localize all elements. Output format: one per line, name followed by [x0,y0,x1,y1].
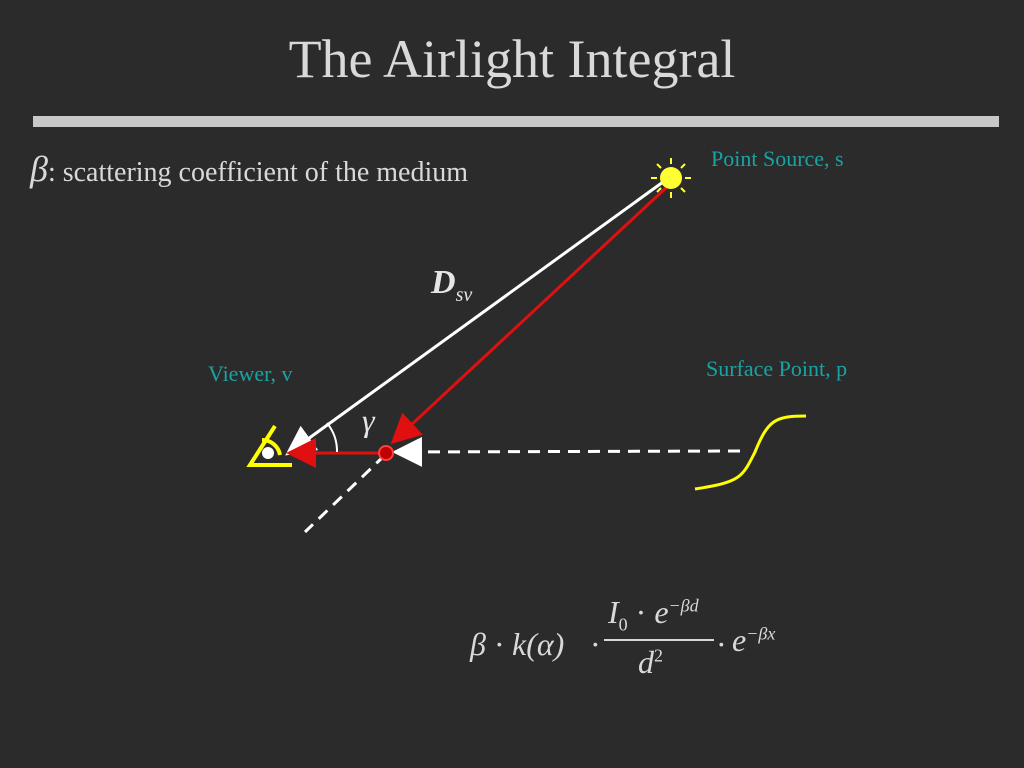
angle-arc [326,422,339,453]
formula-beta: β [470,626,486,662]
formula-den-exp: 2 [654,645,663,666]
airlight-formula: β · k(α) · I0 · e−βd d2 · e−βx [470,594,810,698]
formula-dot-3: · [635,594,647,630]
source-to-scatter-ray [390,184,670,445]
distance-label: Dsv [431,264,472,307]
definition-text: : scattering coefficient of the medium [47,157,469,188]
eye-icon [246,424,292,467]
formula-trailing-exp: −βx [746,623,776,644]
definition-line: β: scattering coefficient of the medium [30,148,468,190]
surface-point-label: Surface Point, p [706,356,848,381]
distance-main: D [431,264,456,301]
surface-to-scatter-dashed-line [392,436,741,467]
formula-dot-1: · [494,626,505,662]
formula-k-alpha: k(α) [512,626,565,662]
slide-title: The Airlight Integral [288,29,736,89]
source-to-viewer-line [285,180,664,456]
formula-dot-2: · [590,626,601,662]
beta-symbol: β [30,149,48,189]
formula-numerator: I0 · e−βd [608,594,699,635]
formula-denominator: d2 [638,644,663,681]
sun-icon [651,158,691,198]
fraction-bar [604,639,714,641]
scatter-point-icon [378,445,394,461]
point-source-label: Point Source, s [711,146,844,171]
formula-num-e: e [654,594,669,630]
angle-label: γ [362,402,375,438]
surface-curve [694,414,807,491]
formula-I: I [608,594,619,630]
viewer-label: Viewer, v [208,361,293,386]
extension-dashed-line [303,453,387,534]
formula-trailing-e: e [732,622,747,658]
formula-dot-4: · [716,626,727,662]
title-divider [33,116,999,127]
distance-sub: sv [455,283,473,306]
formula-trailing: e−βx [732,622,775,659]
formula-den-d: d [638,644,654,680]
formula-num-exp: −βd [668,595,699,616]
formula-I-sub: 0 [618,614,628,635]
